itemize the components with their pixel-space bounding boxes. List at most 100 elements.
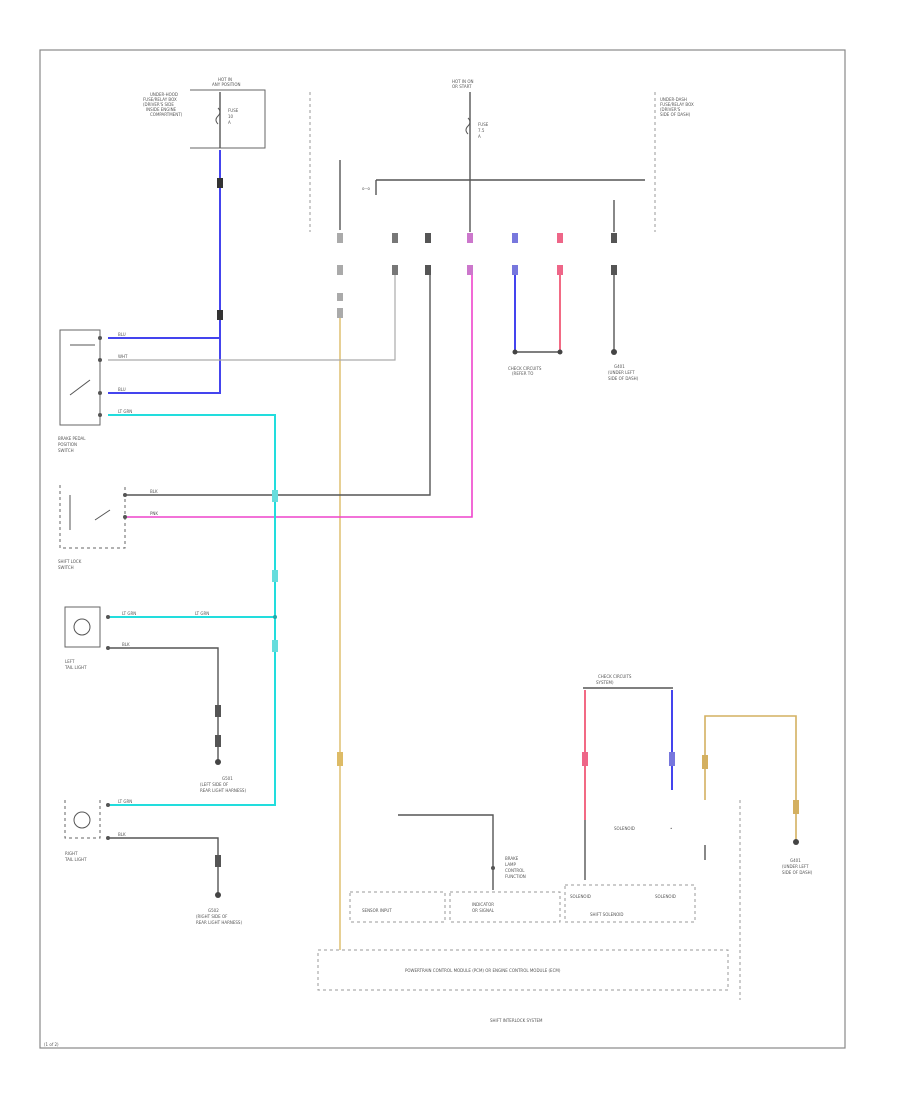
ground-left2-label-1: (RIGHT SIDE OF (196, 914, 228, 919)
ground-top-label-2: SIDE OF DASH) (608, 376, 639, 381)
svg-text:BLU: BLU (118, 332, 126, 337)
svg-text:PNK: PNK (150, 511, 158, 516)
ground-right-label-2: SIDE OF DASH) (782, 870, 813, 875)
left-tail-label-0: LEFT (65, 659, 75, 664)
fuse-left-label-0: FUSE (228, 108, 239, 113)
hot-in-on-label-1: OR START (452, 84, 472, 89)
indicator-block (449, 891, 561, 923)
check-circuits-label-1: (REFER TO (512, 371, 533, 376)
svg-text:A: A (228, 120, 231, 125)
svg-text:G401: G401 (614, 364, 625, 369)
brake-switch-label-0: BRAKE PEDAL (58, 436, 86, 441)
diagram-frame (39, 49, 846, 1049)
check-circuits2-label-0: CHECK CIRCUITS (598, 674, 632, 679)
svg-text:INDICATOR: INDICATOR (472, 902, 494, 907)
svg-text:G501: G501 (222, 776, 233, 781)
svg-text:TAIL LIGHT: TAIL LIGHT (64, 857, 87, 862)
svg-text:SENSOR INPUT: SENSOR INPUT (362, 908, 392, 913)
svg-text:SOLENOID: SOLENOID (614, 826, 635, 831)
svg-text:HOT IN ON: HOT IN ON (452, 79, 473, 84)
fuse-center-label-1: 7.5 (478, 128, 485, 133)
page-corner-label: (1 of 2) (44, 1042, 59, 1047)
svg-text:(REFER TO: (REFER TO (512, 371, 533, 376)
ground-left-2-icon (215, 892, 221, 898)
svg-text:POWERTRAIN CONTROL MODULE (PCM: POWERTRAIN CONTROL MODULE (PCM) OR ENGIN… (405, 968, 561, 973)
svg-text:RIGHT: RIGHT (65, 851, 78, 856)
left-tail-label-1: TAIL LIGHT (64, 665, 87, 670)
fuse-left-label-2: A (228, 120, 231, 125)
svg-text:INSIDE ENGINE: INSIDE ENGINE (146, 107, 177, 112)
fuse-center-label-0: FUSE (478, 122, 489, 127)
wire-code-wht: WHT (118, 354, 128, 359)
svg-text:WHT: WHT (118, 354, 128, 359)
ground-right-icon (793, 839, 799, 845)
fuse-center-icon (465, 117, 471, 135)
wire-code-pnk1: PNK (150, 511, 158, 516)
wire-code-ltgrn2: LT GRN (122, 611, 136, 616)
check-circuits-label-0: CHECK CIRCUITS (508, 366, 542, 371)
svg-text:LT GRN: LT GRN (195, 611, 209, 616)
fuse-center-label-2: A (478, 134, 481, 139)
ground-left1-label-0: G501 (222, 776, 233, 781)
svg-text:(RIGHT SIDE OF: (RIGHT SIDE OF (196, 914, 228, 919)
svg-text:LAMP: LAMP (505, 862, 517, 867)
svg-text:COMPARTMENT): COMPARTMENT) (150, 112, 183, 117)
brake-pedal-switch: BLU WHT BLU LT GRN BRAKE PEDAL POSITION … (58, 329, 132, 453)
svg-text:10: 10 (228, 114, 234, 119)
svg-text:SYSTEM): SYSTEM) (596, 680, 614, 685)
brake-lamp-label-1: LAMP (505, 862, 517, 867)
shift-lock-switch: BLK PNK SHIFT LOCK SWITCH (58, 485, 158, 570)
indicator-label-0: INDICATOR (472, 902, 494, 907)
shift-lock-label-1: SWITCH (58, 565, 74, 570)
ground-top-icon (611, 349, 617, 355)
svg-text:BLK: BLK (118, 832, 126, 837)
svg-text:SHIFT INTERLOCK SYSTEM: SHIFT INTERLOCK SYSTEM (490, 1018, 543, 1023)
ground-right-label-1: (UNDER LEFT (782, 864, 809, 869)
hot-in-label-0: HOT IN (218, 77, 232, 82)
ground-left2-label-2: REAR LIGHT HARNESS) (196, 920, 242, 925)
right-tail-label-0: RIGHT (65, 851, 78, 856)
underdash-label-1: FUSE/RELAY BOX (660, 102, 694, 107)
wire-code-ltgrn4: LT GRN (118, 799, 132, 804)
svg-text:BRAKE: BRAKE (505, 856, 519, 861)
svg-text:SHIFT LOCK: SHIFT LOCK (58, 559, 82, 564)
svg-text:CHECK CIRCUITS: CHECK CIRCUITS (598, 674, 632, 679)
svg-text:BLK: BLK (150, 489, 158, 494)
svg-text:G502: G502 (208, 908, 219, 913)
svg-text:SHIFT SOLENOID: SHIFT SOLENOID (590, 912, 624, 917)
wire-code-blk3: BLK (118, 832, 126, 837)
brake-switch-label-2: SWITCH (58, 448, 74, 453)
ground-top-label-1: (UNDER LEFT (608, 370, 635, 375)
svg-text:ANY POSITION: ANY POSITION (212, 82, 241, 87)
wire-cyan-main (108, 414, 276, 806)
underdash-label-0: UNDER-DASH (660, 97, 687, 102)
ground-right-label-0: G401 (790, 858, 801, 863)
wire-black-shiftlock (125, 275, 431, 496)
svg-text:o--o: o--o (362, 186, 370, 191)
center-fuse-block: HOT IN ON OR START FUSE 7.5 A o--o UNDER… (362, 79, 694, 232)
svg-text:OR START: OR START (452, 84, 472, 89)
wire-black-right-tail (108, 837, 219, 895)
wire-white (108, 275, 396, 361)
svg-text:CHECK CIRCUITS: CHECK CIRCUITS (508, 366, 542, 371)
underhood-label-0: UNDER-HOOD (150, 92, 178, 97)
svg-text:LEFT: LEFT (65, 659, 75, 664)
svg-text:SOLENOID: SOLENOID (655, 894, 676, 899)
svg-text:LT GRN: LT GRN (122, 611, 136, 616)
svg-text:SIDE OF DASH): SIDE OF DASH) (660, 112, 691, 117)
pcm-title: POWERTRAIN CONTROL MODULE (PCM) OR ENGIN… (405, 968, 561, 973)
svg-text:(1 of 2): (1 of 2) (44, 1042, 59, 1047)
svg-text:UNDER-HOOD: UNDER-HOOD (150, 92, 178, 97)
svg-text:TAIL LIGHT: TAIL LIGHT (64, 665, 87, 670)
svg-text:(UNDER LEFT: (UNDER LEFT (782, 864, 809, 869)
wire-code-blk1: BLK (150, 489, 158, 494)
hot-in-on-label-0: HOT IN ON (452, 79, 473, 84)
right-bulb-icon (73, 811, 91, 829)
svg-text:BLK: BLK (122, 642, 130, 647)
wire-code-blu1: BLU (118, 332, 126, 337)
right-tail-label-1: TAIL LIGHT (64, 857, 87, 862)
svg-text:LT GRN: LT GRN (118, 409, 132, 414)
wire-code-ltgrn3: LT GRN (195, 611, 209, 616)
wire-code-blu2: BLU (118, 387, 126, 392)
